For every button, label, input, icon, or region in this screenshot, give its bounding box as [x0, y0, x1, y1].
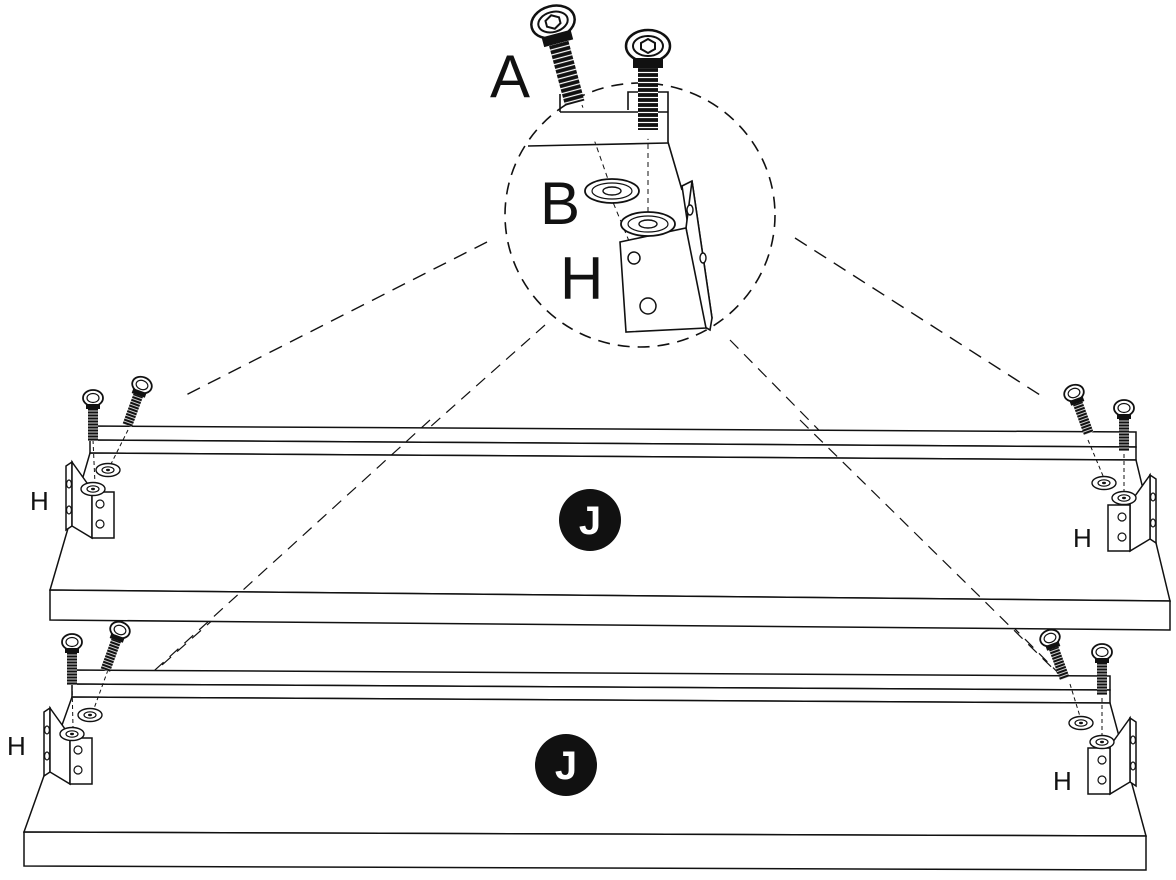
panel-badge-upper: J [559, 489, 621, 551]
flat-washer-icon [584, 178, 676, 237]
l-bracket-icon [527, 91, 713, 333]
label-h-upper-right: H [1073, 523, 1092, 553]
panel-label-upper: J [579, 499, 601, 543]
panel-label-lower: J [555, 744, 577, 788]
leader-lines [179, 237, 1041, 399]
alignment-lines [99, 324, 1086, 721]
label-h-upper-left: H [30, 486, 49, 516]
detail-callout: A B H [99, 0, 1086, 721]
panel-upper: H H J [30, 373, 1171, 721]
hardware-lower-right [1036, 626, 1137, 795]
label-h-lower-left: H [7, 731, 26, 761]
label-h-lower-right: H [1053, 766, 1072, 796]
label-a: A [490, 43, 530, 110]
label-b: B [540, 170, 580, 237]
hardware-lower-left [43, 618, 134, 785]
panel-badge-lower: J [535, 734, 597, 796]
panel-lower: H H J [7, 618, 1147, 871]
label-h-detail: H [560, 245, 603, 312]
hardware-upper-right [1060, 381, 1157, 552]
hardware-upper-left [65, 373, 156, 539]
